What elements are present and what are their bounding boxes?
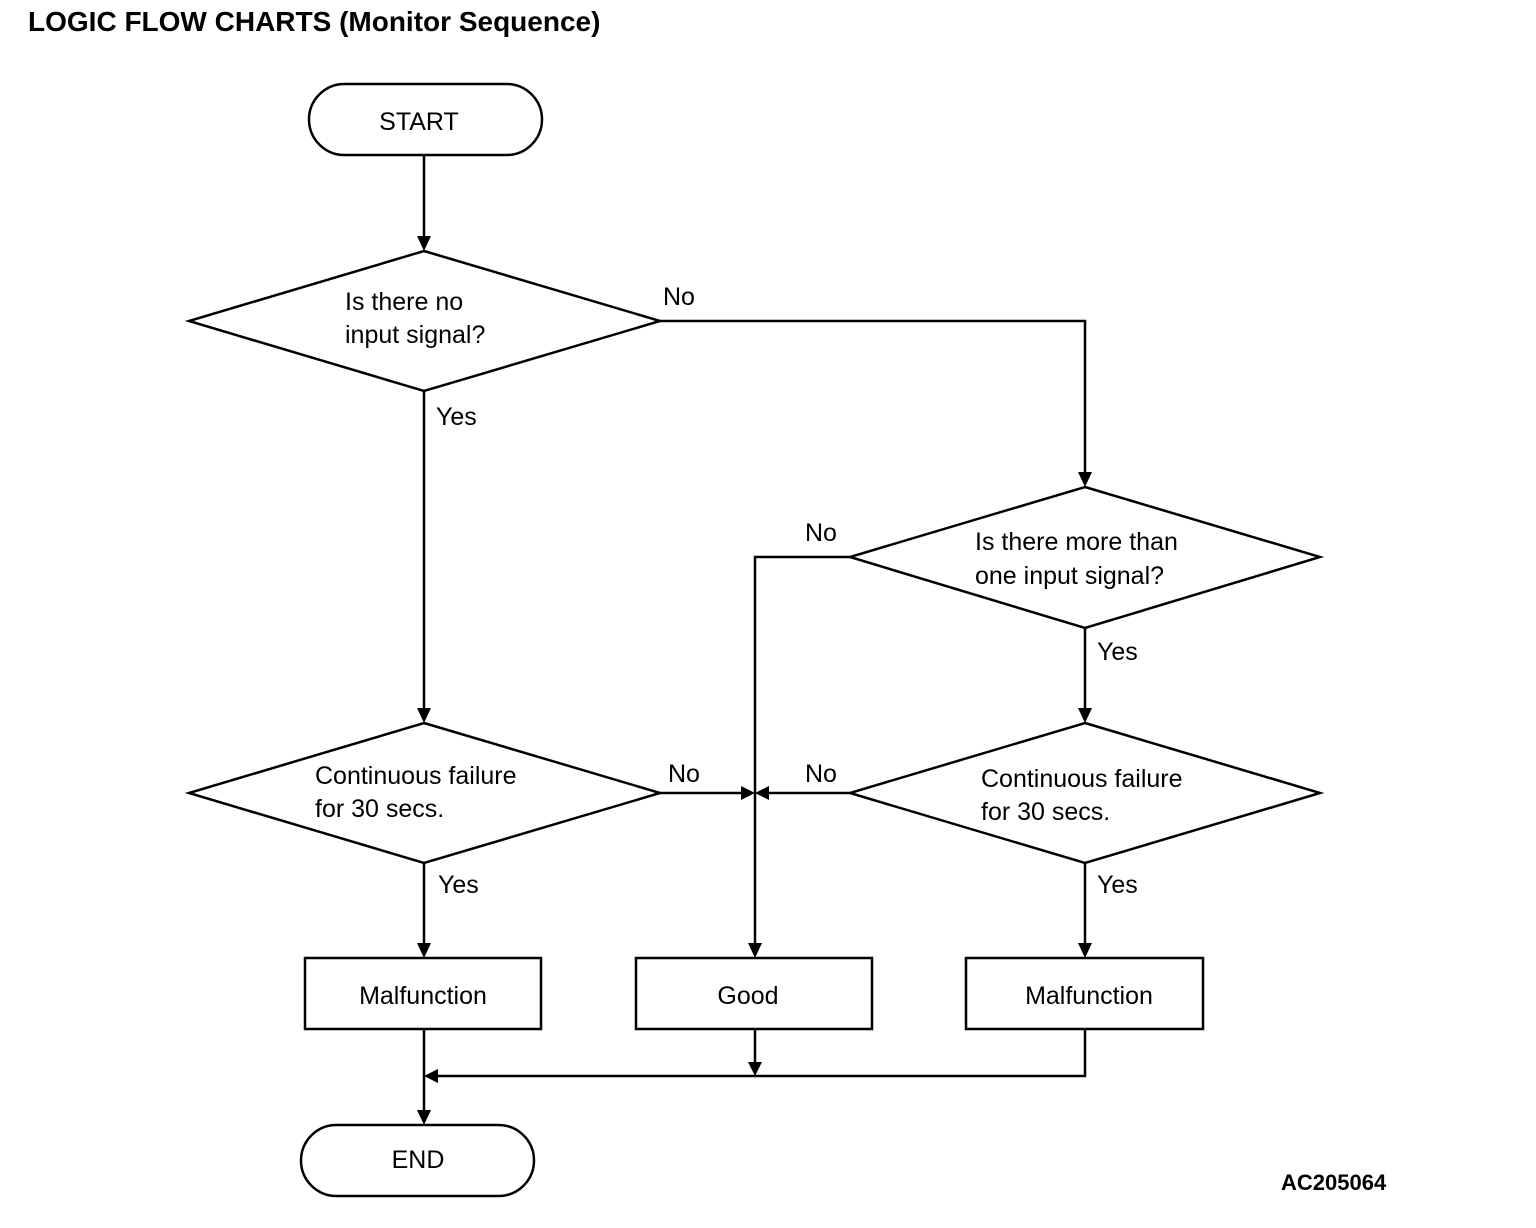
malfunction-box-left-label: Malfunction <box>359 982 487 1010</box>
arrowhead <box>741 786 755 800</box>
arrowhead <box>1078 708 1092 723</box>
decision-continuous-failure-left-line1: Continuous failure <box>315 762 517 790</box>
decision-continuous-failure-left: Continuous failure for 30 secs. <box>184 721 665 865</box>
arrowhead <box>1078 472 1092 487</box>
arrowhead <box>748 1062 762 1076</box>
decision-continuous-failure-right-line1: Continuous failure <box>981 765 1183 793</box>
branch-label-d2-yes: Yes <box>1097 638 1138 666</box>
malfunction-box-right-label: Malfunction <box>1025 982 1153 1010</box>
branch-label-d1-no: No <box>663 283 695 311</box>
arrowhead <box>417 236 431 251</box>
decision-no-input-signal-line2: input signal? <box>345 321 485 349</box>
arrowhead <box>417 943 431 958</box>
decision-no-input-signal: Is there no input signal? <box>184 249 665 393</box>
connector-d2-no <box>753 555 850 945</box>
branch-label-d4-no: No <box>805 760 837 788</box>
branch-label-d1-yes: Yes <box>436 403 477 431</box>
arrowhead <box>417 1110 431 1125</box>
start-label: START <box>379 108 459 136</box>
connector-merge-bottom <box>436 1029 1087 1078</box>
decision-more-than-one-input: Is there more than one input signal? <box>845 485 1325 630</box>
arrowhead <box>417 708 431 723</box>
malfunction-box-right: Malfunction <box>964 956 1205 1031</box>
decision-continuous-failure-right: Continuous failure for 30 secs. <box>845 721 1325 865</box>
decision-more-than-one-input-line1: Is there more than <box>975 528 1178 556</box>
arrowheads <box>417 236 1092 1125</box>
arrowhead <box>424 1069 438 1083</box>
decision-no-input-signal-line1: Is there no <box>345 288 463 316</box>
figure-id: AC205064 <box>1281 1170 1387 1195</box>
connectors <box>422 156 1087 1112</box>
decision-more-than-one-input-line2: one input signal? <box>975 562 1164 590</box>
branch-labels: No Yes No Yes No Yes No Yes <box>436 283 1138 899</box>
good-box: Good <box>634 956 874 1031</box>
arrowhead <box>748 943 762 958</box>
arrowhead <box>1078 943 1092 958</box>
branch-label-d3-yes: Yes <box>438 871 479 899</box>
end-label: END <box>392 1146 445 1174</box>
start-terminal: START <box>307 82 544 157</box>
malfunction-box-left: Malfunction <box>303 956 543 1031</box>
arrowhead <box>755 786 769 800</box>
branch-label-d4-yes: Yes <box>1097 871 1138 899</box>
connector-d1-no <box>660 319 1087 474</box>
branch-label-d3-no: No <box>668 760 700 788</box>
end-terminal: END <box>299 1123 536 1198</box>
page-title: LOGIC FLOW CHARTS (Monitor Sequence) <box>28 6 601 37</box>
decision-continuous-failure-left-line2: for 30 secs. <box>315 795 444 823</box>
branch-label-d2-no: No <box>805 519 837 547</box>
good-box-label: Good <box>717 982 778 1010</box>
decision-continuous-failure-right-line2: for 30 secs. <box>981 798 1110 826</box>
